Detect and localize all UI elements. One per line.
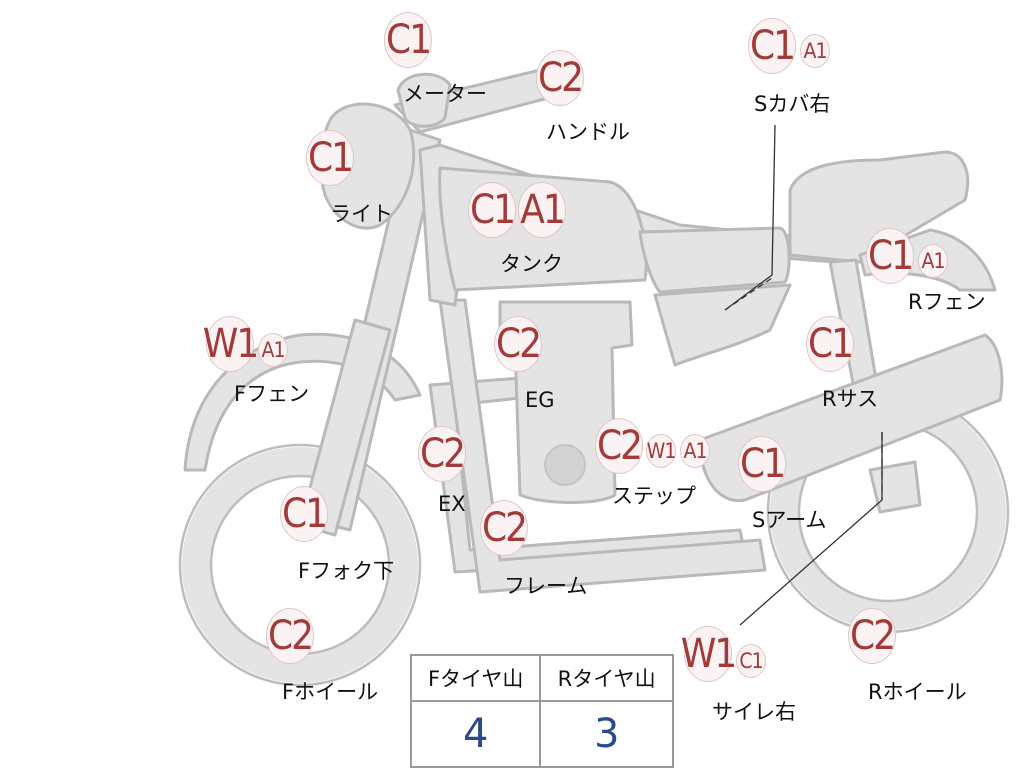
r-wheel-badge-c2: C2 bbox=[848, 608, 896, 664]
f-tire-header: Fタイヤ山 bbox=[409, 654, 542, 702]
tank-label: タンク bbox=[500, 252, 563, 276]
step-label: ステップ bbox=[612, 484, 696, 508]
f-wheel-label: Fホイール bbox=[282, 680, 379, 704]
s-arm-badge-c1: C1 bbox=[738, 436, 786, 492]
r-fender-label: Rフェン bbox=[908, 290, 986, 314]
step-badge-c2: C2 bbox=[595, 418, 643, 474]
r-suspension-label: Rサス bbox=[822, 387, 879, 411]
engine-badge-c2: C2 bbox=[494, 316, 542, 372]
s-cover-badge-a1: A1 bbox=[800, 34, 830, 68]
f-fork-label: Fフォク下 bbox=[298, 559, 395, 583]
light-badge-c1: C1 bbox=[306, 130, 354, 186]
tire-tread-table: Fタイヤ山 Rタイヤ山 4 3 bbox=[409, 654, 674, 768]
step-badge-a1: A1 bbox=[680, 434, 710, 468]
side-cover-lower-shape bbox=[653, 283, 792, 367]
r-tire-header: Rタイヤ山 bbox=[539, 654, 674, 702]
tank-badge-a1: A1 bbox=[518, 182, 566, 238]
handle-badge-c2: C2 bbox=[536, 50, 584, 106]
f-wheel-badge-c2: C2 bbox=[266, 608, 314, 664]
silencer-badge-w1: W1 bbox=[681, 626, 737, 682]
step-badge-w1: W1 bbox=[646, 434, 676, 468]
handle-label: ハンドル bbox=[546, 120, 630, 144]
frame-label: フレーム bbox=[504, 574, 588, 598]
r-suspension-badge-c1: C1 bbox=[806, 316, 854, 372]
f-fender-badge-w1: W1 bbox=[203, 316, 259, 372]
meter-label: メーター bbox=[403, 82, 487, 106]
fork-lower-shape bbox=[298, 318, 392, 537]
silencer-badge-c1: C1 bbox=[736, 644, 766, 678]
silencer-label: サイレ右 bbox=[712, 700, 796, 724]
s-arm-label: Sアーム bbox=[752, 508, 827, 532]
frame-shape bbox=[438, 298, 767, 594]
f-tire-value: 4 bbox=[409, 700, 542, 768]
seat-shape bbox=[788, 150, 970, 264]
s-cover-leader-line bbox=[724, 124, 776, 311]
engine-label: EG bbox=[525, 388, 555, 412]
f-fender-badge-a1: A1 bbox=[258, 333, 288, 367]
engine-cover-circle bbox=[544, 444, 586, 486]
s-cover-badge-c1: C1 bbox=[748, 18, 796, 74]
frame-badge-c2: C2 bbox=[480, 500, 528, 556]
side-cover-shape bbox=[638, 226, 791, 294]
r-tire-value: 3 bbox=[539, 700, 674, 768]
meter-shape bbox=[396, 72, 452, 128]
r-fender-badge-a1: A1 bbox=[918, 244, 948, 278]
tank-badge-c1: C1 bbox=[468, 182, 516, 238]
light-label: ライト bbox=[330, 202, 393, 226]
meter-badge-c1: C1 bbox=[384, 12, 432, 68]
exhaust-label: EX bbox=[438, 492, 466, 516]
r-wheel-label: Rホイール bbox=[868, 680, 967, 704]
exhaust-badge-c2: C2 bbox=[418, 426, 466, 482]
s-cover-label: Sカバ右 bbox=[754, 92, 831, 116]
r-fender-badge-c1: C1 bbox=[866, 228, 914, 284]
f-fork-badge-c1: C1 bbox=[280, 486, 328, 542]
f-fender-label: Fフェン bbox=[234, 382, 310, 406]
